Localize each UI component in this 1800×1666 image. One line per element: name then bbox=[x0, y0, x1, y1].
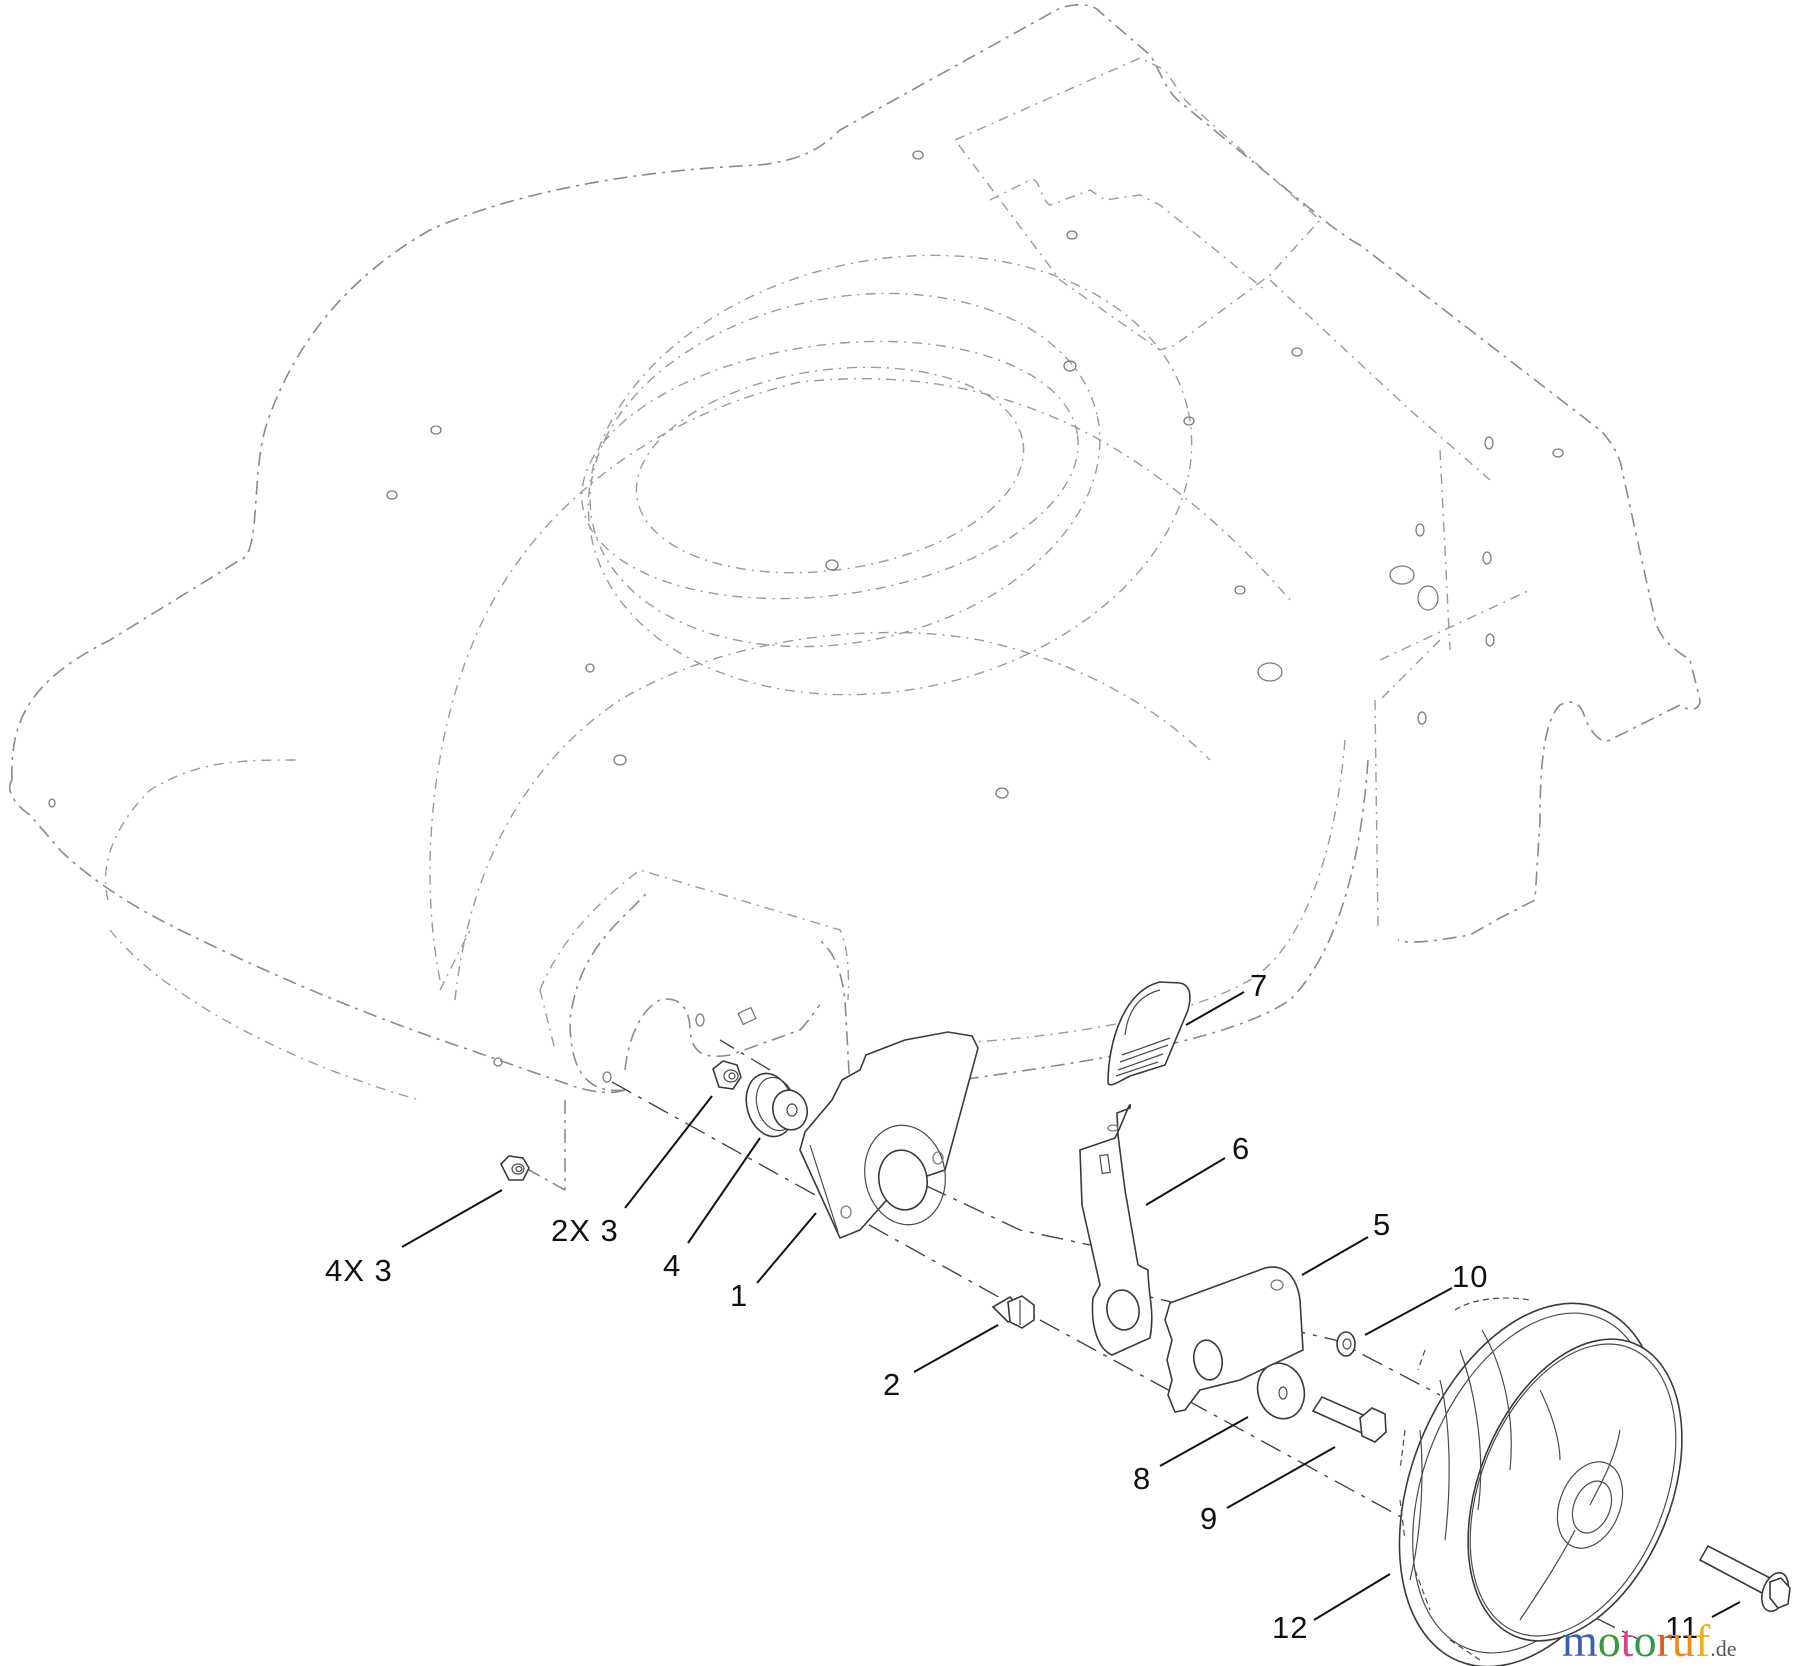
callout-11: 11 bbox=[1665, 1610, 1700, 1645]
wheel bbox=[1398, 1297, 1683, 1666]
hoc-lever bbox=[1079, 1104, 1153, 1356]
callout-2x-3: 2X 3 bbox=[551, 1213, 619, 1248]
bushing bbox=[745, 1072, 809, 1138]
watermark-letter: u bbox=[1671, 1615, 1695, 1666]
callout-5: 5 bbox=[1373, 1207, 1392, 1242]
leader-lines bbox=[401, 991, 1741, 1621]
washer-10 bbox=[1336, 1331, 1356, 1357]
watermark-letter: o bbox=[1633, 1615, 1657, 1666]
lever-grip bbox=[1107, 981, 1191, 1086]
callout-9: 9 bbox=[1200, 1501, 1219, 1536]
bolt-9 bbox=[1311, 1395, 1387, 1443]
watermark-letter: m bbox=[1562, 1615, 1598, 1666]
watermark-letter: r bbox=[1656, 1615, 1672, 1666]
nut-4x bbox=[500, 1155, 530, 1181]
callout-7: 7 bbox=[1250, 968, 1269, 1003]
watermark-suffix: .de bbox=[1710, 1636, 1737, 1661]
adjuster-plate bbox=[799, 1031, 979, 1240]
wheel-bracket bbox=[1164, 1266, 1304, 1413]
callout-4: 4 bbox=[663, 1248, 682, 1283]
callout-12: 12 bbox=[1272, 1610, 1309, 1645]
deck-holes bbox=[48, 150, 1564, 1083]
callout-4x-3: 4X 3 bbox=[325, 1253, 393, 1288]
bolt-2 bbox=[991, 1295, 1035, 1329]
watermark-letter: f bbox=[1694, 1615, 1711, 1666]
wheel-bolt bbox=[1698, 1544, 1791, 1613]
callout-1: 1 bbox=[730, 1278, 749, 1313]
watermark-letter: o bbox=[1597, 1615, 1621, 1666]
motoruf-watermark: motoruf.de bbox=[1562, 1618, 1736, 1664]
nut-2x bbox=[712, 1060, 742, 1090]
callout-10: 10 bbox=[1452, 1259, 1489, 1294]
washer-8 bbox=[1256, 1362, 1306, 1420]
mower-deck-outline bbox=[8, 3, 1701, 1191]
callout-8: 8 bbox=[1133, 1461, 1152, 1496]
watermark-letter: t bbox=[1620, 1615, 1634, 1666]
callout-2: 2 bbox=[883, 1367, 902, 1402]
callout-6: 6 bbox=[1232, 1131, 1251, 1166]
